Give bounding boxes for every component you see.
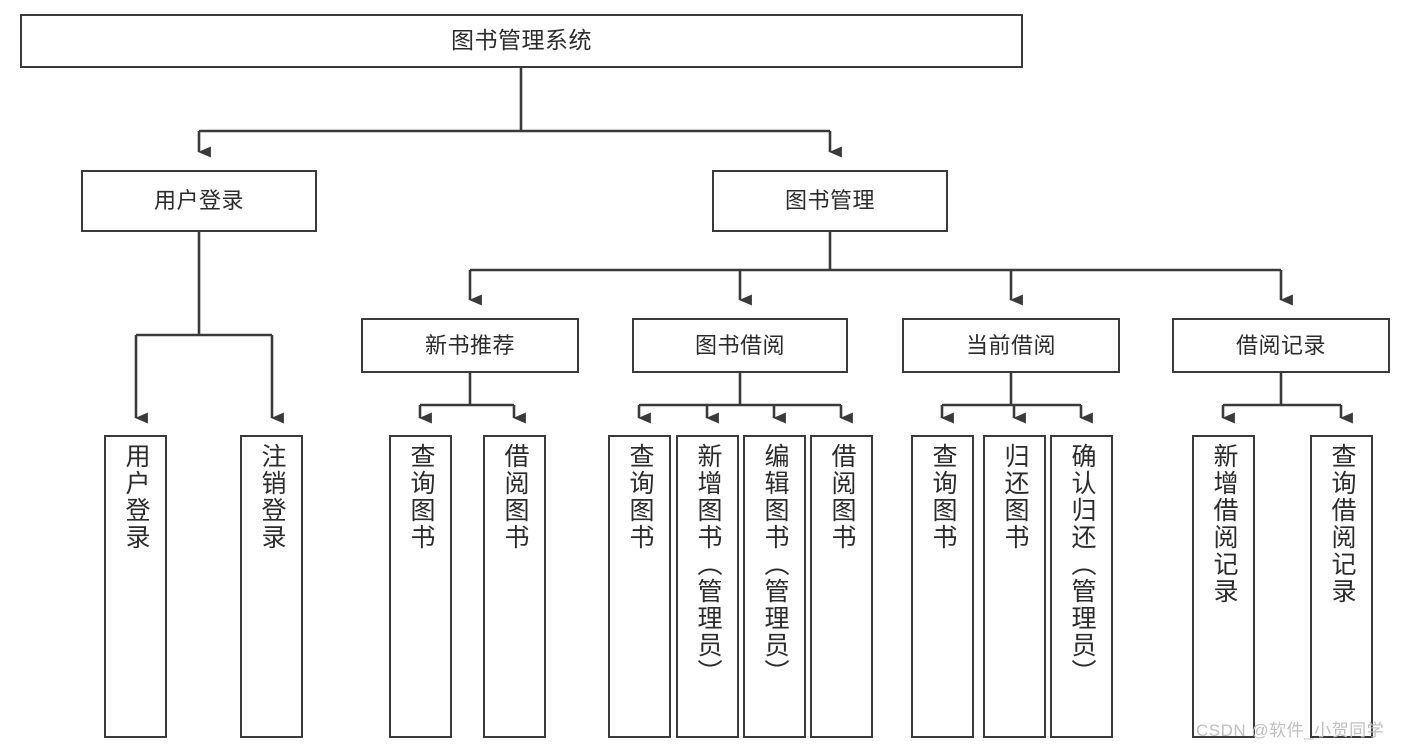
node-leaf-add-book-label: 新增图书（管理员） [694, 443, 722, 686]
node-leaf-query-book-3-label: 查询图书 [929, 443, 957, 551]
node-leaf-user-login[interactable]: 用户登录 [104, 435, 167, 738]
node-leaf-query-book-2-label: 查询图书 [626, 443, 654, 551]
node-leaf-confirm-return[interactable]: 确认归还（管理员） [1050, 435, 1113, 738]
node-current-borrow[interactable]: 当前借阅 [902, 318, 1120, 373]
node-leaf-borrow-book-2-label: 借阅图书 [828, 443, 856, 551]
node-book-manage[interactable]: 图书管理 [712, 170, 948, 232]
node-leaf-return-book[interactable]: 归还图书 [983, 435, 1046, 738]
node-leaf-edit-book-label: 编辑图书（管理员） [761, 443, 789, 686]
node-new-book-recommend-label: 新书推荐 [424, 332, 515, 358]
node-book-borrow[interactable]: 图书借阅 [632, 318, 848, 373]
node-leaf-query-record-label: 查询借阅记录 [1328, 443, 1356, 605]
csdn-watermark: CSDN @软件_小贺同学 [1196, 721, 1385, 740]
node-leaf-logout[interactable]: 注销登录 [240, 435, 303, 738]
node-root[interactable]: 图书管理系统 [20, 14, 1023, 68]
node-leaf-borrow-book-2[interactable]: 借阅图书 [810, 435, 873, 738]
node-root-label: 图书管理系统 [451, 27, 592, 54]
node-leaf-borrow-book-1[interactable]: 借阅图书 [483, 435, 546, 738]
node-book-borrow-label: 图书借阅 [694, 332, 785, 358]
node-leaf-query-book-2[interactable]: 查询图书 [608, 435, 671, 738]
node-user-login-label: 用户登录 [153, 188, 244, 214]
node-borrow-record-label: 借阅记录 [1235, 332, 1326, 358]
node-leaf-add-record[interactable]: 新增借阅记录 [1192, 435, 1255, 738]
node-leaf-edit-book[interactable]: 编辑图书（管理员） [743, 435, 806, 738]
node-user-login[interactable]: 用户登录 [81, 170, 317, 232]
node-leaf-user-login-label: 用户登录 [122, 443, 150, 551]
node-leaf-confirm-return-label: 确认归还（管理员） [1068, 443, 1096, 686]
node-leaf-query-book-3[interactable]: 查询图书 [911, 435, 974, 738]
node-current-borrow-label: 当前借阅 [965, 332, 1056, 358]
node-new-book-recommend[interactable]: 新书推荐 [361, 318, 579, 373]
node-leaf-borrow-book-1-label: 借阅图书 [501, 443, 529, 551]
node-leaf-query-record[interactable]: 查询借阅记录 [1310, 435, 1373, 738]
node-leaf-add-record-label: 新增借阅记录 [1210, 443, 1238, 605]
node-leaf-return-book-label: 归还图书 [1001, 443, 1029, 551]
node-leaf-logout-label: 注销登录 [258, 443, 286, 551]
node-leaf-query-book-1-label: 查询图书 [407, 443, 435, 551]
node-borrow-record[interactable]: 借阅记录 [1172, 318, 1390, 373]
node-leaf-query-book-1[interactable]: 查询图书 [389, 435, 452, 738]
node-book-manage-label: 图书管理 [784, 188, 875, 214]
node-leaf-add-book[interactable]: 新增图书（管理员） [676, 435, 739, 738]
